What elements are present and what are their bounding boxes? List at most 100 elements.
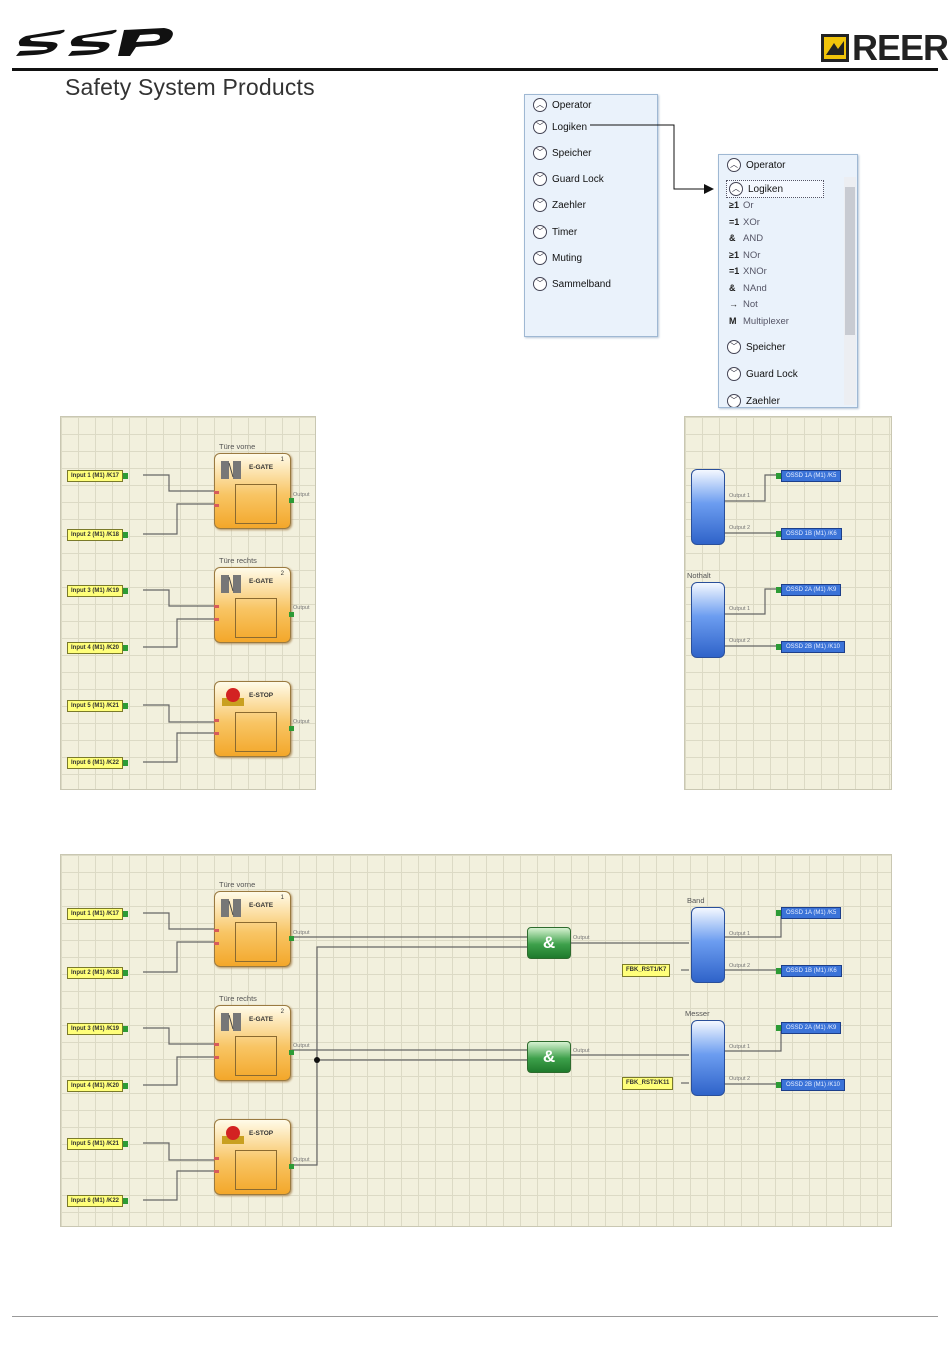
chevron-down-icon: ﹀ bbox=[533, 172, 547, 186]
footer-rule bbox=[12, 1316, 938, 1317]
ossd-block-messer[interactable] bbox=[691, 1020, 725, 1096]
gate-and[interactable]: &AND bbox=[729, 233, 764, 244]
header-rule bbox=[12, 68, 938, 71]
palette-item-speicher[interactable]: ﹀Speicher bbox=[533, 146, 591, 160]
estop-block[interactable]: E-STOP bbox=[214, 681, 294, 757]
gate-icon bbox=[221, 1013, 241, 1031]
scrollbar-thumb[interactable] bbox=[845, 187, 855, 335]
egate-block-2[interactable]: E-GATE 2 bbox=[214, 567, 294, 643]
ossd-output[interactable]: OSSD 1A (M1) /K5 bbox=[775, 907, 842, 919]
chevron-down-icon: ﹀ bbox=[533, 146, 547, 160]
input-pin bbox=[214, 732, 219, 735]
palette-header[interactable]: ︿ Operator bbox=[533, 98, 591, 112]
palette-item-muting[interactable]: ﹀Muting bbox=[533, 251, 582, 265]
input-block[interactable]: Input 3 (M1) /K19 bbox=[67, 585, 129, 597]
input-pin bbox=[214, 1056, 219, 1059]
output-label: Output 1 bbox=[729, 493, 751, 499]
feedback-input[interactable]: FBK_RST1/K7 bbox=[622, 964, 671, 977]
ossd-output[interactable]: OSSD 1A (M1) /K5 bbox=[775, 470, 842, 482]
chevron-up-icon: ︿ bbox=[729, 182, 743, 196]
chevron-down-icon: ﹀ bbox=[533, 225, 547, 239]
palette-group-logiken[interactable]: ︿ Logiken bbox=[726, 180, 825, 198]
input-pin bbox=[214, 1043, 219, 1046]
canvas-output-blocks: Output 1 Output 2 Nothalt Output 1 Outpu… bbox=[684, 416, 892, 790]
palette-item-zaehler[interactable]: ﹀Zaehler bbox=[533, 198, 586, 212]
emergency-stop-icon bbox=[222, 1126, 244, 1144]
reer-brand-text: REER bbox=[852, 27, 949, 68]
ossd-block-band[interactable] bbox=[691, 907, 725, 983]
ossd-output[interactable]: OSSD 1B (M1) /K6 bbox=[776, 528, 842, 540]
output-label: Output 2 bbox=[729, 638, 751, 644]
palette-header[interactable]: ︿ Operator bbox=[727, 158, 785, 172]
input-block[interactable]: Input 2 (M1) /K18 bbox=[67, 529, 129, 541]
output-label: Output 1 bbox=[729, 606, 751, 612]
ossd-output[interactable]: OSSD 2B (M1) /K10 bbox=[775, 641, 846, 653]
output-label: Output bbox=[573, 935, 590, 941]
palette-scrollbar[interactable] bbox=[844, 177, 856, 405]
reer-logo-icon bbox=[821, 34, 849, 62]
input-pin bbox=[214, 1170, 219, 1173]
input-block[interactable]: Input 3 (M1) /K19 bbox=[67, 1023, 129, 1035]
egate-block-1[interactable]: E-GATE 1 bbox=[214, 453, 294, 529]
feedback-input[interactable]: FBK_RST2/K11 bbox=[622, 1077, 674, 1090]
palette-item-zaehler[interactable]: ﹀Zaehler bbox=[727, 394, 780, 407]
palette-item-timer[interactable]: ﹀Timer bbox=[533, 225, 577, 239]
ossd-output[interactable]: OSSD 2A (M1) /K9 bbox=[775, 1022, 842, 1034]
canvas-combined-program: Input 1 (M1) /K17 Input 2 (M1) /K18 Inpu… bbox=[60, 854, 892, 1227]
output-label: Output 1 bbox=[729, 1044, 751, 1050]
output-label: Output bbox=[573, 1048, 590, 1054]
block-title: Türe vorne bbox=[219, 442, 256, 451]
block-title: Messer bbox=[685, 1009, 710, 1018]
input-pin bbox=[214, 942, 219, 945]
palette-item-sammelband[interactable]: ﹀Sammelband bbox=[533, 277, 611, 291]
estop-block[interactable]: E-STOP bbox=[214, 1119, 294, 1195]
ossd-output[interactable]: OSSD 1B (M1) /K6 bbox=[776, 965, 842, 977]
chevron-down-icon: ﹀ bbox=[727, 367, 741, 381]
input-block[interactable]: Input 5 (M1) /K21 bbox=[67, 1138, 129, 1150]
palette-title: Operator bbox=[552, 99, 592, 111]
palette-item-guard-lock[interactable]: ﹀Guard Lock bbox=[727, 367, 798, 381]
output-pin bbox=[289, 936, 294, 941]
and-gate-1[interactable]: & bbox=[527, 927, 571, 959]
ossd-block-1[interactable] bbox=[691, 469, 725, 545]
input-block[interactable]: Input 1 (M1) /K17 bbox=[67, 908, 129, 920]
input-block[interactable]: Input 6 (M1) /K22 bbox=[67, 757, 129, 769]
ossd-block-2[interactable] bbox=[691, 582, 725, 658]
ssp-logo bbox=[16, 28, 173, 56]
emergency-stop-icon bbox=[222, 688, 244, 706]
palette-item-logiken[interactable]: ﹀Logiken bbox=[533, 120, 587, 134]
output-label: Output 2 bbox=[729, 963, 751, 969]
output-pin bbox=[289, 1164, 294, 1169]
wires bbox=[143, 474, 217, 763]
input-block[interactable]: Input 4 (M1) /K20 bbox=[67, 642, 129, 654]
input-block[interactable]: Input 5 (M1) /K21 bbox=[67, 700, 129, 712]
block-title: Band bbox=[687, 896, 705, 905]
ossd-output[interactable]: OSSD 2A (M1) /K9 bbox=[775, 584, 842, 596]
block-title: Türe vorne bbox=[219, 880, 256, 889]
contact-diagram bbox=[235, 712, 277, 752]
chevron-up-icon: ︿ bbox=[727, 158, 741, 172]
output-label: Output bbox=[293, 1043, 310, 1049]
palette-item-guard-lock[interactable]: ﹀Guard Lock bbox=[533, 172, 604, 186]
egate-block-1[interactable]: E-GATE 1 bbox=[214, 891, 294, 967]
input-block[interactable]: Input 4 (M1) /K20 bbox=[67, 1080, 129, 1092]
output-label: Output 2 bbox=[729, 525, 751, 531]
palette-item-speicher[interactable]: ﹀Speicher bbox=[727, 340, 785, 354]
gate-nand[interactable]: &NAnd bbox=[729, 283, 767, 294]
input-pin bbox=[214, 929, 219, 932]
and-gate-2[interactable]: & bbox=[527, 1041, 571, 1073]
egate-block-2[interactable]: E-GATE 2 bbox=[214, 1005, 294, 1081]
input-block[interactable]: Input 2 (M1) /K18 bbox=[67, 967, 129, 979]
input-block[interactable]: Input 6 (M1) /K22 bbox=[67, 1195, 129, 1207]
output-label: Output bbox=[293, 492, 310, 498]
company-subtitle: Safety System Products bbox=[65, 74, 315, 100]
gate-not[interactable]: →Not bbox=[729, 299, 758, 310]
output-label: Output bbox=[293, 719, 310, 725]
ossd-output[interactable]: OSSD 2B (M1) /K10 bbox=[775, 1079, 846, 1091]
input-block[interactable]: Input 1 (M1) /K17 bbox=[67, 470, 129, 482]
